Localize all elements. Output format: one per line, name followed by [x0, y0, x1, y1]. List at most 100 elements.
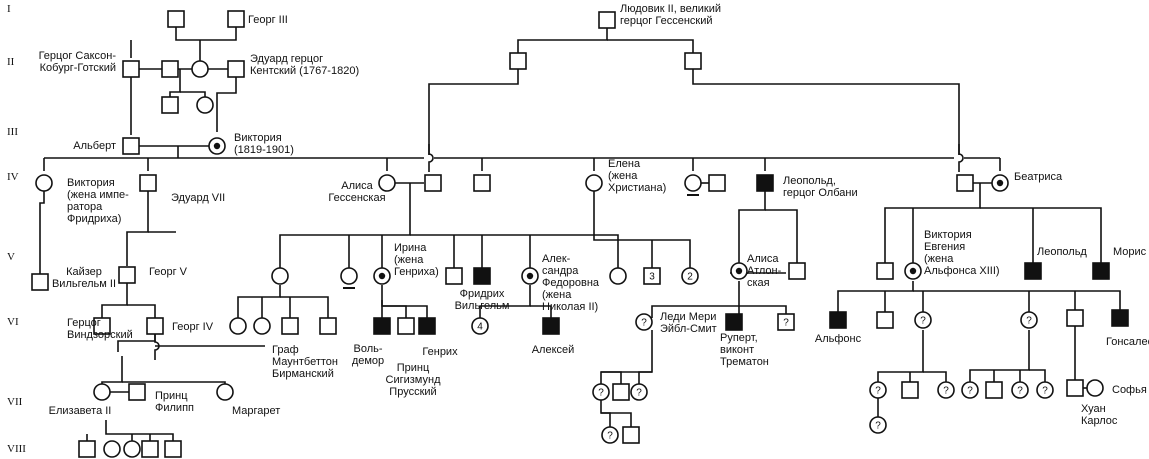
svg-text:Елена: Елена [608, 158, 641, 170]
svg-text:Принц: Принц [397, 362, 430, 374]
svg-text:Альфонс: Альфонс [815, 333, 862, 345]
margaret-label: Маргарет [232, 405, 280, 417]
male-symbol: ? [777, 313, 795, 331]
duke-saxe-coburg [122, 60, 140, 78]
female-symbol: ? [592, 383, 610, 401]
duke-of-windsor [93, 317, 111, 335]
svg-text:Алиса: Алиса [747, 253, 779, 265]
male-symbol [445, 267, 463, 285]
female-symbol [684, 174, 702, 196]
svg-text:ратора: ратора [67, 201, 103, 213]
alfonso [829, 311, 847, 329]
george-vi [146, 317, 164, 335]
unknown-status-mark: ? [636, 388, 642, 399]
sigismund [397, 317, 415, 335]
female-symbol: ? [937, 381, 955, 399]
svg-text:Карлос: Карлос [1081, 415, 1118, 427]
svg-text:Альберт: Альберт [73, 140, 116, 152]
elizabeth-ii [93, 383, 111, 401]
svg-text:герцог Олбани: герцог Олбани [783, 187, 858, 199]
female-symbol [340, 267, 358, 289]
maurice-label: Морис [1113, 246, 1147, 258]
svg-text:Принц: Принц [155, 390, 188, 402]
heinrich-label: Генрих [422, 346, 458, 358]
svg-text:Виндзорский: Виндзорский [67, 329, 133, 341]
female-symbol: 2 [681, 267, 699, 285]
beatrice [991, 174, 1009, 192]
helena [585, 174, 603, 192]
svg-text:Фридрих: Фридрих [460, 288, 505, 300]
svg-text:Виктория: Виктория [234, 132, 282, 144]
svg-text:Филипп: Филипп [155, 402, 194, 414]
male-symbol [1066, 309, 1084, 327]
svg-text:Эйбл-Смит: Эйбл-Смит [660, 323, 717, 335]
svg-text:Георг III: Георг III [248, 14, 288, 26]
svg-text:Граф: Граф [272, 344, 299, 356]
svg-text:Генриха): Генриха) [394, 266, 439, 278]
waldemar-label: Воль-демор [352, 343, 384, 367]
svg-text:Герцог Саксон-: Герцог Саксон- [39, 50, 117, 62]
svg-text:сандра: сандра [542, 265, 579, 277]
george-iii-label: Георг III [248, 14, 288, 26]
female-symbol [609, 267, 627, 285]
svg-text:Маунтбеттон: Маунтбеттон [272, 356, 338, 368]
svg-text:Морис: Морис [1113, 246, 1147, 258]
victoria-princess-royal [35, 174, 53, 192]
svg-text:Трематон: Трематон [720, 356, 769, 368]
generation-label: III [7, 126, 18, 138]
female-symbol [103, 440, 121, 458]
svg-text:Софья: Софья [1112, 384, 1147, 396]
leopold-duke-of-albany [756, 174, 774, 192]
svg-text:герцог Гессенский: герцог Гессенский [620, 15, 713, 27]
svg-text:Гонсалес: Гонсалес [1106, 336, 1149, 348]
male-symbol [612, 383, 630, 401]
male-symbol [622, 426, 640, 444]
generation-label: I [7, 3, 11, 15]
male-symbol [281, 317, 299, 335]
male-symbol [167, 10, 185, 28]
sofia [1086, 379, 1104, 397]
generation-label: VII [7, 396, 23, 408]
svg-text:Кобург-Готский: Кобург-Готский [40, 62, 116, 74]
victoria-label: Виктория(1819-1901) [234, 132, 294, 156]
svg-text:Людовик II, великий: Людовик II, великий [620, 3, 721, 15]
svg-text:Георг V: Георг V [149, 266, 188, 278]
svg-text:Виктория: Виктория [924, 229, 972, 241]
alice-of-hesse [378, 174, 396, 192]
svg-text:Вильгельм II: Вильгельм II [52, 278, 116, 290]
saxe-coburg-label: Герцог Саксон-Кобург-Готский [39, 50, 117, 74]
leopold-b-label: Леопольд [1037, 246, 1087, 258]
male-symbol: 3 [643, 267, 661, 285]
unknown-status-mark: ? [1042, 386, 1048, 397]
male-symbol [78, 440, 96, 458]
unknown-status-mark: ? [1017, 386, 1023, 397]
victoria-eugenie [904, 262, 922, 280]
unknown-status-mark: ? [607, 431, 613, 442]
female-symbol [196, 96, 214, 114]
sofia-label: Софья [1112, 384, 1147, 396]
svg-text:Генрих: Генрих [422, 346, 458, 358]
unknown-status-mark: ? [967, 386, 973, 397]
svg-text:Беатриса: Беатриса [1014, 171, 1063, 183]
male-symbol [985, 381, 1003, 399]
unknown-status-mark: ? [783, 318, 789, 329]
male-symbol [876, 311, 894, 329]
elizabeth-label: Елизавета II [49, 405, 112, 417]
female-symbol: ? [914, 311, 932, 329]
unknown-status-mark: ? [598, 388, 604, 399]
svg-text:(жена: (жена [394, 254, 424, 266]
svg-text:Кентский (1767-1820): Кентский (1767-1820) [250, 65, 359, 77]
leopold-albany-label: Леопольд,герцог Олбани [783, 175, 858, 199]
male-symbol [473, 174, 491, 192]
svg-text:Алек-: Алек- [542, 253, 571, 265]
generation-label: VIII [7, 443, 26, 455]
gonzalo-label: Гонсалес [1106, 336, 1149, 348]
waldemar [373, 317, 391, 335]
unknown-status-mark: ? [875, 421, 881, 432]
female-symbol [191, 60, 209, 78]
